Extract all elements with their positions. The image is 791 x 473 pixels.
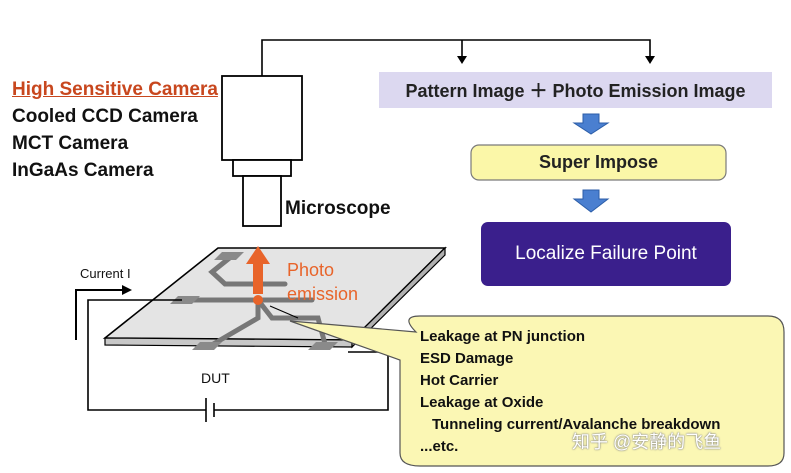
failure-modes-bubble	[289, 315, 785, 467]
pattern-image-box	[379, 72, 772, 108]
emission-point	[253, 295, 263, 305]
photo-emission-label: Photo emission	[287, 258, 358, 306]
current-loop	[87, 299, 389, 422]
failure-mode-item: Leakage at Oxide	[420, 394, 544, 411]
pattern-image-text: Pattern Image ＋ Photo Emission Image	[405, 81, 746, 101]
photo-emission-line2: emission	[287, 284, 359, 304]
localize-text: Localize Failure Point	[515, 243, 697, 264]
signal-arrowheads	[457, 56, 655, 64]
microscope-tube	[242, 175, 282, 227]
super-impose-text: Super Impose	[538, 152, 659, 172]
failure-mode-item: Leakage at PN junction	[420, 328, 586, 345]
camera-type-highlight: High Sensitive Camera	[12, 79, 218, 100]
failure-modes-list: Leakage at PN junction ESD Damage Hot Ca…	[420, 326, 720, 458]
failure-mode-item: ESD Damage	[420, 350, 514, 367]
microscope-label: Microscope	[285, 198, 391, 219]
current-arrowhead	[122, 285, 132, 295]
dut-label: DUT	[201, 370, 230, 386]
camera-body	[221, 75, 303, 177]
camera-type-item: MCT Camera	[12, 133, 129, 154]
dut-plate	[102, 246, 447, 349]
flow-arrows	[572, 113, 610, 213]
current-label: Current I	[80, 266, 131, 281]
bubble-pointer-line	[269, 305, 299, 319]
super-impose-box	[470, 144, 727, 181]
watermark: 知乎 @安静的飞鱼	[572, 432, 722, 452]
localize-box	[481, 222, 731, 286]
camera-type-item: Cooled CCD Camera	[12, 106, 198, 127]
current-direction-arrow	[75, 289, 124, 340]
failure-mode-item: Hot Carrier	[420, 372, 499, 389]
failure-mode-etc: ...etc.	[420, 438, 459, 455]
dut-pads	[170, 252, 338, 350]
photo-emission-arrow	[246, 246, 270, 294]
failure-mode-subitem: Tunneling current/Avalanche breakdown	[432, 416, 721, 433]
photo-emission-line1: Photo	[287, 260, 335, 280]
camera-type-item: InGaAs Camera	[12, 160, 154, 181]
camera-type-list: High Sensitive Camera Cooled CCD Camera …	[12, 76, 218, 184]
camera-signal-lines	[261, 39, 651, 76]
